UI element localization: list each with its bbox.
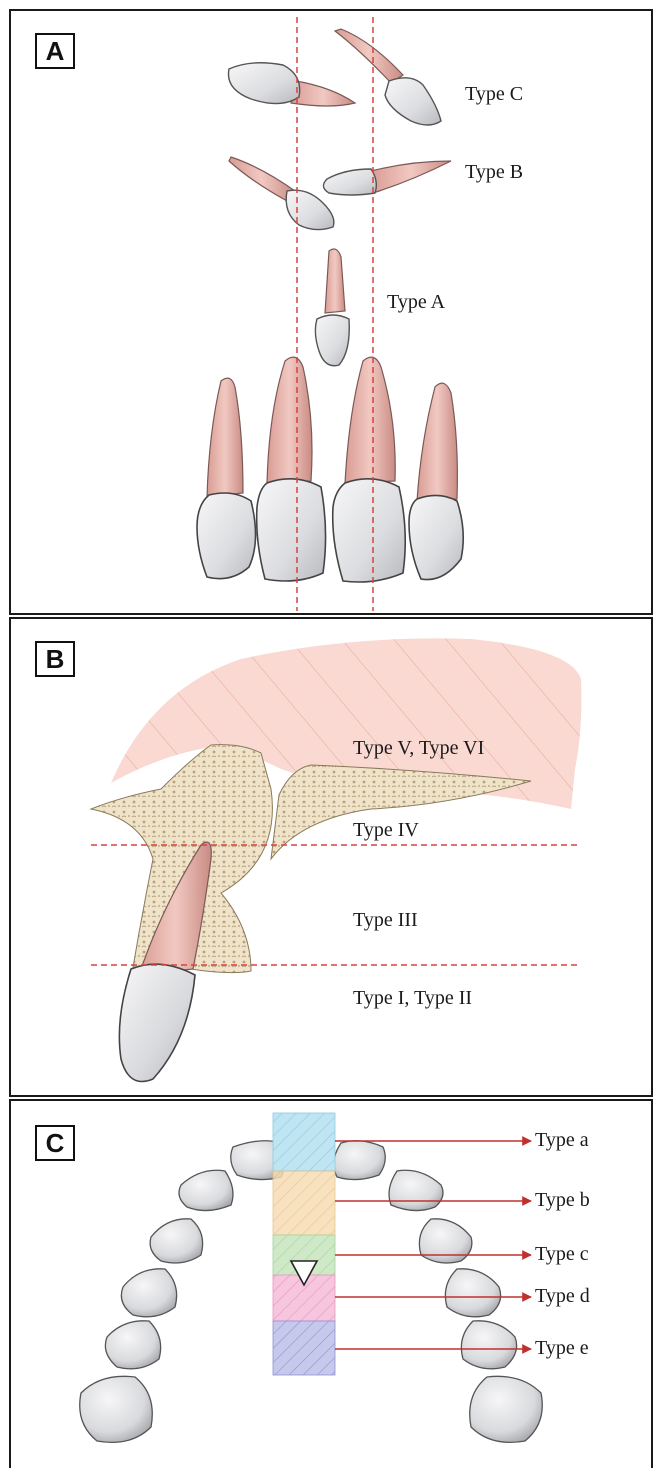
label-type-iii: Type III [353, 909, 418, 932]
type-b-teeth [229, 157, 451, 230]
label-type-a-zone: Type a [535, 1129, 589, 1152]
label-type-c: Type C [465, 83, 523, 106]
label-type-v-vi: Type V, Type VI [353, 737, 484, 760]
panel-b-letter: B [35, 641, 75, 677]
label-type-c-zone: Type c [535, 1243, 589, 1266]
panel-a-letter: A [35, 33, 75, 69]
panel-b-illustration [11, 619, 653, 1097]
panel-a: A Type C Type B Type A [9, 9, 653, 615]
type-a-tooth [315, 249, 349, 366]
zone-b [273, 1171, 335, 1235]
zone-a [273, 1113, 335, 1171]
label-type-b: Type B [465, 161, 523, 184]
label-type-d-zone: Type d [535, 1285, 590, 1308]
type-c-teeth [228, 29, 441, 125]
label-type-a: Type A [387, 291, 445, 314]
incisor-row [197, 357, 463, 582]
panel-c: C Type a Type b Type c Type d Type e [9, 1099, 653, 1468]
label-type-i-ii: Type I, Type II [353, 987, 472, 1010]
panel-c-letter: C [35, 1125, 75, 1161]
panel-b: B Type V, Type VI Type IV Type III Type … [9, 617, 653, 1097]
zone-e [273, 1321, 335, 1375]
label-type-iv: Type IV [353, 819, 419, 842]
canine-crown [119, 964, 195, 1081]
panel-a-illustration [11, 11, 653, 615]
label-type-e-zone: Type e [535, 1337, 589, 1360]
label-type-b-zone: Type b [535, 1189, 590, 1212]
